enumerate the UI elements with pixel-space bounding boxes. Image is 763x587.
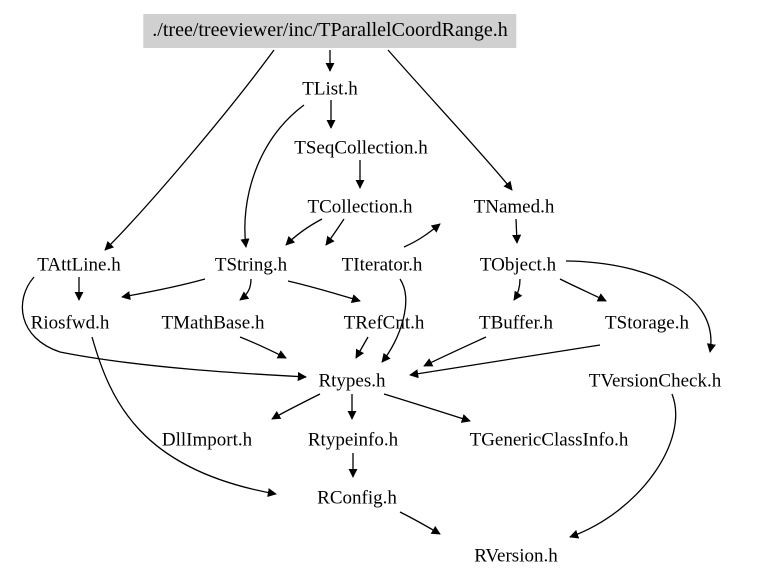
graph-node-tattline[interactable]: TAttLine.h — [37, 254, 121, 276]
graph-node-tlist[interactable]: TList.h — [302, 78, 358, 100]
graph-node-rversion[interactable]: RVersion.h — [474, 545, 558, 567]
graph-edge — [21, 276, 307, 382]
graph-node-trefcnt[interactable]: TRefCnt.h — [343, 312, 425, 334]
graph-node-tbuffer[interactable]: TBuffer.h — [478, 312, 554, 334]
graph-edge — [239, 278, 252, 301]
graph-node-dllimport[interactable]: DllImport.h — [161, 429, 253, 451]
graph-edge — [513, 278, 523, 301]
graph-root-node[interactable]: ./tree/treeviewer/inc/TParallelCoordRang… — [143, 14, 517, 48]
graph-edge — [355, 336, 369, 359]
graph-node-tversioncheck[interactable]: TVersionCheck.h — [588, 370, 722, 392]
graph-node-tstorage[interactable]: TStorage.h — [605, 312, 689, 334]
graph-node-tgenericclassinfo[interactable]: TGenericClassInfo.h — [469, 429, 629, 451]
graph-edge — [383, 393, 471, 423]
graph-edge — [512, 218, 522, 244]
graph-node-tcollection[interactable]: TCollection.h — [307, 196, 413, 218]
graph-node-rconfig[interactable]: RConfig.h — [317, 487, 397, 509]
graph-edge — [565, 260, 716, 353]
graph-edge — [285, 218, 323, 246]
graph-node-riosfwd[interactable]: Riosfwd.h — [30, 312, 110, 334]
graph-node-tobject[interactable]: TObject.h — [479, 254, 557, 276]
graph-node-rtypeinfo[interactable]: Rtypeinfo.h — [307, 429, 399, 451]
graph-edge — [325, 218, 345, 246]
graph-edge — [121, 278, 206, 301]
graph-edge — [559, 278, 607, 302]
graph-node-tstring[interactable]: TString.h — [214, 254, 288, 276]
graph-edge — [104, 49, 275, 251]
graph-edge — [239, 336, 287, 359]
graph-edge — [271, 393, 321, 420]
graph-edge — [409, 344, 601, 379]
graph-node-tseqcollection[interactable]: TSeqCollection.h — [294, 137, 428, 159]
graph-node-tmathbase[interactable]: TMathBase.h — [161, 312, 265, 334]
graph-edge — [423, 336, 487, 367]
graph-edge — [240, 104, 305, 248]
graph-edge — [91, 336, 277, 498]
graph-edge — [399, 511, 441, 535]
graph-edge — [387, 49, 513, 191]
graph-edge — [403, 223, 441, 248]
graph-node-rtypes[interactable]: Rtypes.h — [318, 370, 386, 392]
graph-node-titerator[interactable]: TIterator.h — [341, 254, 423, 276]
graph-node-tnamed[interactable]: TNamed.h — [473, 196, 555, 218]
graph-edge — [381, 278, 407, 363]
graph-edge — [569, 393, 677, 539]
graph-edge — [287, 280, 361, 304]
